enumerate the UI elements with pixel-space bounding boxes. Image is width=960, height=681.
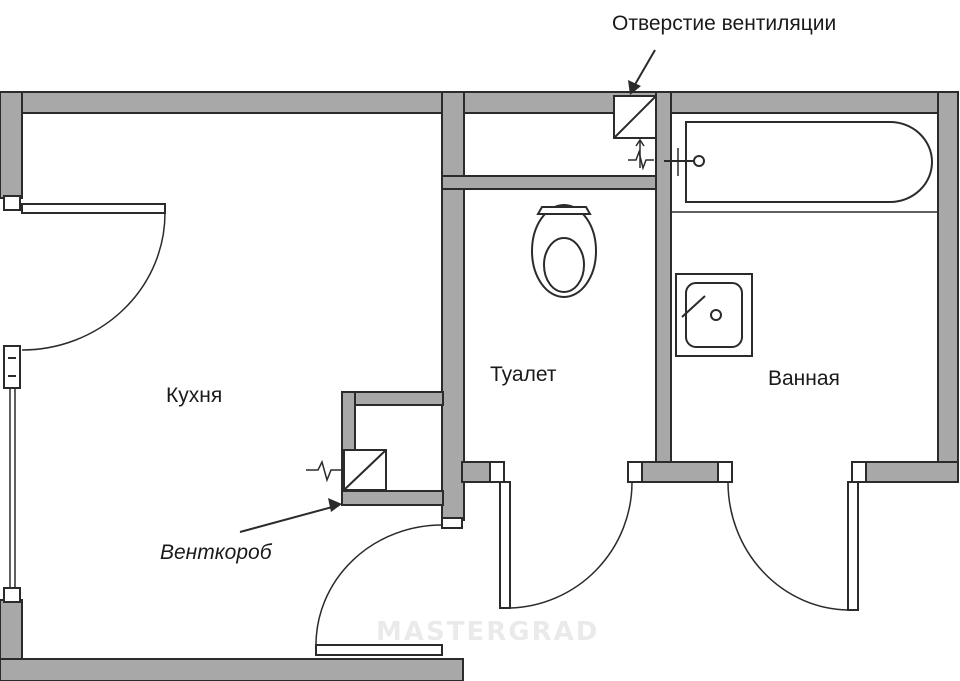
toilet-bowl-inner (543, 237, 585, 293)
kitchen-upper-door-leaf (21, 203, 166, 214)
bathtub-basin (685, 121, 933, 203)
kitchen-label: Кухня (166, 384, 222, 407)
toilet-bowl (531, 204, 597, 298)
vent-opening-label: Отверстие вентиляции (612, 12, 836, 35)
toilet-door-jamb-right (627, 461, 643, 483)
vent-duct-diagonal (343, 449, 387, 491)
labels: Отверстие вентиляции Кухня Туалет Ванная… (160, 12, 840, 647)
kitchen-bottom-wall (0, 658, 464, 681)
bathroom-door-jamb-right (851, 461, 867, 483)
kitchen-upper-door-swing (21, 212, 166, 351)
vent-shafts (343, 95, 657, 491)
vent-opening-arrow-line (632, 49, 656, 89)
toilet-top-wall (441, 175, 658, 190)
toilet-door-leaf (499, 481, 511, 609)
vent-duct-top-wall (341, 391, 444, 406)
sink-drain (710, 309, 722, 321)
bathtub-drain (693, 155, 705, 167)
vent-duct-arrow-head (328, 498, 342, 512)
vent-duct-bottom-wall (341, 490, 444, 506)
bathtub (664, 112, 939, 213)
arrow-up-icon (635, 138, 645, 147)
toilet-bath-bottom-wall (636, 461, 724, 483)
sink (675, 273, 753, 357)
vent-opening-diagonal (613, 95, 657, 139)
window-frame-top (3, 195, 21, 211)
kitchen-entrance-jamb (441, 517, 463, 529)
kitchen-left-wall-upper (0, 91, 23, 199)
bathroom-door-swing (727, 481, 849, 611)
bathroom-right-wall (937, 91, 959, 483)
duct-zigzag-icon (306, 459, 343, 483)
toilet-door-swing (509, 481, 633, 609)
window-frame-bottom (3, 587, 21, 603)
bathroom-door-jamb-left (717, 461, 733, 483)
toilet-label: Туалет (490, 363, 557, 386)
kitchen-toilet-partition (441, 91, 465, 521)
kitchen-window (3, 195, 21, 603)
bathroom-label: Ванная (768, 367, 840, 390)
kitchen-entrance-door-swing (315, 524, 443, 646)
pipe-symbols (306, 138, 654, 483)
toilet-tank (536, 206, 592, 215)
window-frame-middle (3, 345, 21, 389)
bathroom-bottom-wall-right (859, 461, 959, 483)
sink-faucet (681, 295, 706, 318)
pipe-zigzag-icon (628, 149, 654, 171)
vent-opening-arrow-head (628, 80, 641, 95)
watermark: MASTERGRAD (376, 617, 599, 647)
top-outer-wall (0, 91, 959, 114)
bathtub-outline (670, 112, 939, 213)
doors (21, 203, 867, 656)
bathroom-door-leaf (847, 481, 859, 611)
vent-duct-arrow-line (239, 505, 337, 533)
callout-arrows (239, 49, 656, 533)
toilet-door-jamb-left (489, 461, 505, 483)
kitchen-entrance-door-leaf (315, 644, 443, 656)
toilet-bath-partition (655, 91, 672, 464)
vent-duct-label: Венткороб (160, 541, 273, 564)
